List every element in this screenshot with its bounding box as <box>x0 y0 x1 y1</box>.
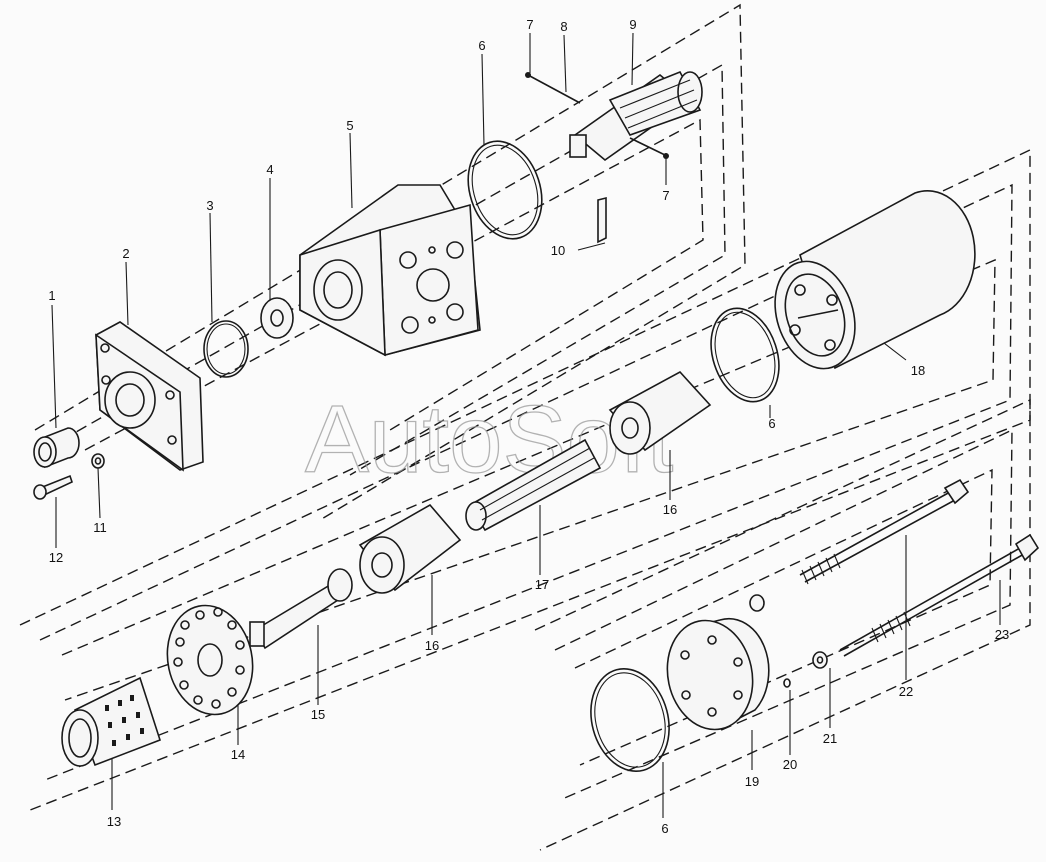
part-o-ring-middle <box>710 307 780 403</box>
callout-6-lower: 6 <box>661 821 668 836</box>
part-valve-housing <box>299 184 481 357</box>
part-o-ring-lower <box>590 668 670 772</box>
part-end-plate <box>95 321 204 472</box>
part-perforated-sleeve <box>61 676 161 767</box>
part-o-ring-small <box>203 320 249 378</box>
assembly-frame-lower <box>534 398 1031 851</box>
callout-23: 23 <box>995 627 1009 642</box>
callout-7-lower: 7 <box>662 188 669 203</box>
callout-19: 19 <box>745 774 759 789</box>
callout-17: 17 <box>535 577 549 592</box>
callout-13: 13 <box>107 814 121 829</box>
callout-labels: 1 2 3 4 5 6 7 8 9 7 10 11 12 18 6 16 17 … <box>48 17 1009 836</box>
callout-6-upper: 6 <box>478 38 485 53</box>
callout-16-upper: 16 <box>663 502 677 517</box>
part-spool-sleeve <box>569 70 703 162</box>
part-o-ring-upper <box>467 140 543 240</box>
callout-10: 10 <box>551 243 565 258</box>
callout-5: 5 <box>346 118 353 133</box>
callout-22: 22 <box>899 684 913 699</box>
assembly-frame-middle <box>19 148 1031 813</box>
part-spring <box>597 196 607 244</box>
part-small-washer <box>91 453 105 469</box>
callout-11: 11 <box>93 520 107 535</box>
callout-3: 3 <box>206 198 213 213</box>
part-bushing <box>33 427 80 469</box>
part-washer <box>260 297 294 339</box>
part-valve-plate <box>166 604 254 716</box>
part-pin <box>525 72 581 104</box>
callout-21: 21 <box>823 731 837 746</box>
part-rotor-star-lower <box>358 503 462 594</box>
part-screw <box>33 474 73 500</box>
callout-4: 4 <box>266 162 273 177</box>
callout-6-middle: 6 <box>768 416 775 431</box>
callout-14: 14 <box>231 747 245 762</box>
callout-16-lower: 16 <box>425 638 439 653</box>
callout-8: 8 <box>560 19 567 34</box>
part-end-cover <box>666 617 770 731</box>
callout-2: 2 <box>122 246 129 261</box>
part-long-bolt-2 <box>839 533 1040 657</box>
callout-15: 15 <box>311 707 325 722</box>
part-long-bolt-1 <box>799 478 970 585</box>
leader-lines <box>51 32 1001 818</box>
callout-1: 1 <box>48 288 55 303</box>
part-drive-shaft <box>465 438 602 532</box>
callout-9: 9 <box>629 17 636 32</box>
callout-12: 12 <box>49 550 63 565</box>
part-motor-housing <box>774 190 976 370</box>
part-output-shaft <box>249 568 353 650</box>
part-rotor-star-upper <box>608 370 712 455</box>
callout-20: 20 <box>783 757 797 772</box>
callout-18: 18 <box>911 363 925 378</box>
callout-7-upper: 7 <box>526 17 533 32</box>
part-lock-washer <box>749 594 828 669</box>
part-small-seal <box>783 678 791 688</box>
